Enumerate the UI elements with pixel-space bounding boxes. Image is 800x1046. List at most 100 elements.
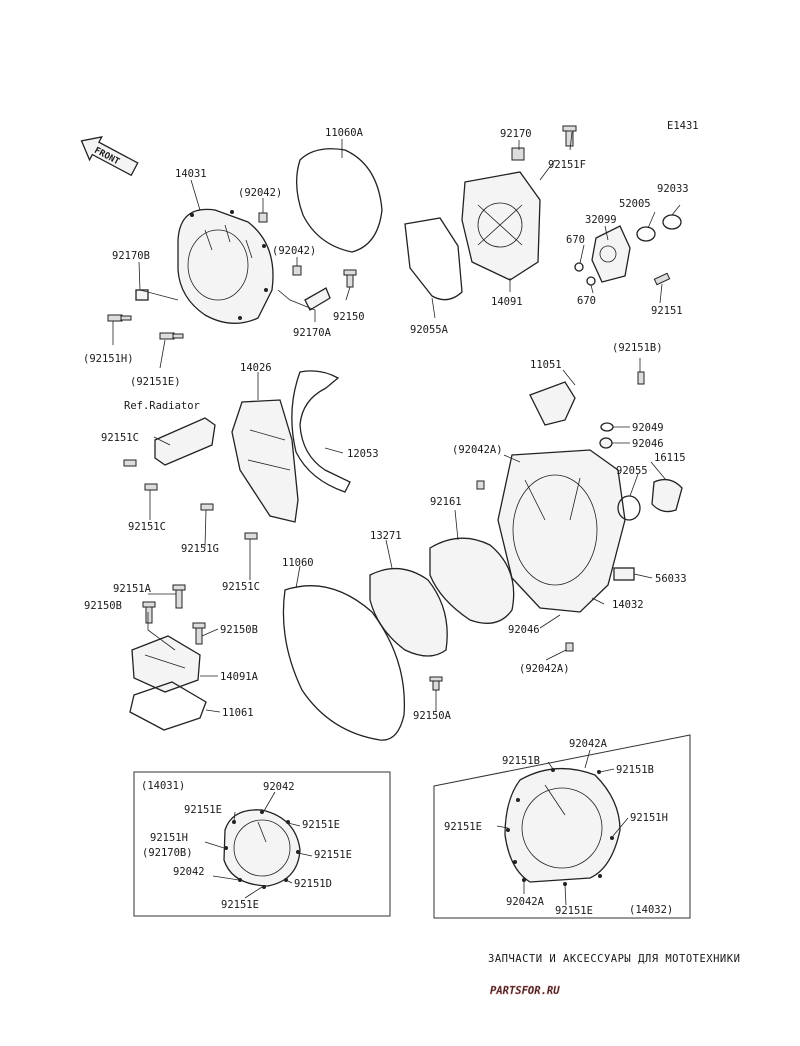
watermark: ЗАПЧАСТИ И АКСЕССУАРЫ ДЛЯ МОТОТЕХНИКИ PA… — [488, 953, 740, 997]
label-13271: 13271 — [370, 530, 402, 542]
plug-92046 — [599, 437, 613, 449]
bracket-11051 — [529, 381, 576, 426]
dowel-92042A — [476, 480, 485, 490]
label-92055A: 92055A — [410, 324, 449, 336]
label-16115: 16115 — [654, 452, 686, 464]
bolt-92151C-2 — [144, 483, 158, 491]
dowel-92042-b — [292, 265, 302, 276]
bolt-92151H — [107, 314, 132, 322]
inset-left-92170B-paren: (92170B) — [142, 847, 193, 859]
label-11060A: 11060A — [325, 127, 364, 139]
bolt-92151F — [562, 125, 577, 147]
label-92150B-2: 92150B — [220, 624, 258, 636]
clamp-92170B — [135, 289, 149, 301]
label-670-b: 670 — [577, 295, 596, 307]
plate-92161 — [429, 537, 515, 624]
watermark-caption: ЗАПЧАСТИ И АКСЕССУАРЫ ДЛЯ МОТОТЕХНИКИ — [488, 953, 740, 965]
cover-14091A — [131, 635, 201, 693]
inset-left-92042-bl: 92042 — [173, 866, 205, 878]
bolt-92151C-3 — [244, 532, 258, 540]
label-52005: 52005 — [619, 198, 651, 210]
bracket-92170A — [304, 287, 331, 311]
inset-right-92151H-right: 92151H — [630, 812, 668, 824]
dowel-92042A-b — [565, 642, 574, 652]
gasket-11060 — [282, 585, 406, 741]
label-14091A: 14091A — [220, 671, 259, 683]
inset-left-92151E-r: 92151E — [314, 849, 352, 861]
inset-left-92151E-tr: 92151E — [302, 819, 340, 831]
inset-right-92151B-tr: 92151B — [616, 764, 654, 776]
bolt-92151C-1 — [123, 459, 137, 467]
label-92170A: 92170A — [293, 327, 332, 339]
label-14031: 14031 — [175, 168, 207, 180]
label-56033 — [613, 567, 635, 581]
inset-left-92151E-tl: 92151E — [184, 804, 222, 816]
front-arrow-icon: FRONT — [80, 136, 139, 177]
label-11061: 11061 — [222, 707, 254, 719]
label-92042A-paren-b: (92042A) — [519, 663, 570, 675]
bolt-92151B — [637, 371, 645, 385]
bolt-92150A — [429, 676, 443, 691]
gasket-92055A — [404, 217, 463, 301]
label-92151A: 92151A — [113, 583, 152, 595]
inset-left-title: (14031) — [141, 780, 185, 792]
label-670-a: 670 — [566, 234, 585, 246]
inset-left-92042-top: 92042 — [263, 781, 295, 793]
label-92151: 92151 — [651, 305, 683, 317]
gasket-11060A — [296, 148, 383, 253]
guide-12053 — [291, 370, 351, 493]
label-92151C-3: 92151C — [222, 581, 260, 593]
bolt-92151A — [172, 584, 186, 609]
label-92170: 92170 — [500, 128, 532, 140]
cover-14091 — [461, 171, 541, 281]
inset-right-92042A-bottom: 92042A — [506, 896, 545, 908]
label-92042-paren-2: (92042) — [272, 245, 316, 257]
label-14026: 14026 — [240, 362, 272, 374]
label-92046: 92046 — [632, 438, 664, 450]
inset-left: (14031) 92042 92151E 92151E 92151H (9217… — [133, 771, 391, 917]
washer-92049 — [600, 422, 614, 432]
inset-right-92042A-top: 92042A — [569, 738, 608, 750]
circlip-92033 — [662, 214, 682, 230]
bolt-92151E — [159, 332, 184, 340]
label-14091: 14091 — [491, 296, 523, 308]
watermark-logo: PARTSFOR.RU — [490, 985, 560, 997]
inset-left-92151E-bottom: 92151E — [221, 899, 259, 911]
label-92161: 92161 — [430, 496, 462, 508]
bolt-92151 — [653, 272, 671, 286]
label-56033: 56033 — [655, 573, 687, 585]
gasket-11061 — [129, 681, 207, 731]
label-92049: 92049 — [632, 422, 664, 434]
label-92151B-paren: (92151B) — [612, 342, 663, 354]
cover-14032 — [497, 449, 626, 613]
label-92042-paren-1: (92042) — [238, 187, 282, 199]
label-32099: 32099 — [585, 214, 617, 226]
label-92151H-paren: (92151H) — [83, 353, 134, 365]
label-92055: 92055 — [616, 465, 648, 477]
label-92150A: 92150A — [413, 710, 452, 722]
label-11051: 11051 — [530, 359, 562, 371]
bolt-92151G — [200, 503, 214, 511]
label-92170B: 92170B — [112, 250, 150, 262]
label-92151C-2: 92151C — [128, 521, 166, 533]
label-92151C-1: 92151C — [101, 432, 139, 444]
bolt-92150B-2 — [192, 622, 206, 645]
cover-14026 — [231, 399, 299, 523]
oring-92055 — [617, 495, 641, 521]
label-92033: 92033 — [657, 183, 689, 195]
cap-16115 — [651, 478, 683, 513]
inset-right-92151E-left: 92151E — [444, 821, 482, 833]
pump-32099 — [591, 225, 631, 283]
inset-left-92151H: 92151H — [150, 832, 188, 844]
label-92046-b: 92046 — [508, 624, 540, 636]
inset-right: (14032) 92042A 92151B 92151B 92151E 9215… — [433, 734, 691, 919]
label-92150B-1: 92150B — [84, 600, 122, 612]
ref-radiator-label: Ref.Radiator — [124, 400, 200, 412]
seal-52005 — [636, 226, 656, 242]
label-92042A-paren: (92042A) — [452, 444, 503, 456]
label-92151G: 92151G — [181, 543, 219, 555]
plug-92170 — [511, 147, 525, 161]
label-92150: 92150 — [333, 311, 365, 323]
oring-670-b — [586, 276, 596, 286]
